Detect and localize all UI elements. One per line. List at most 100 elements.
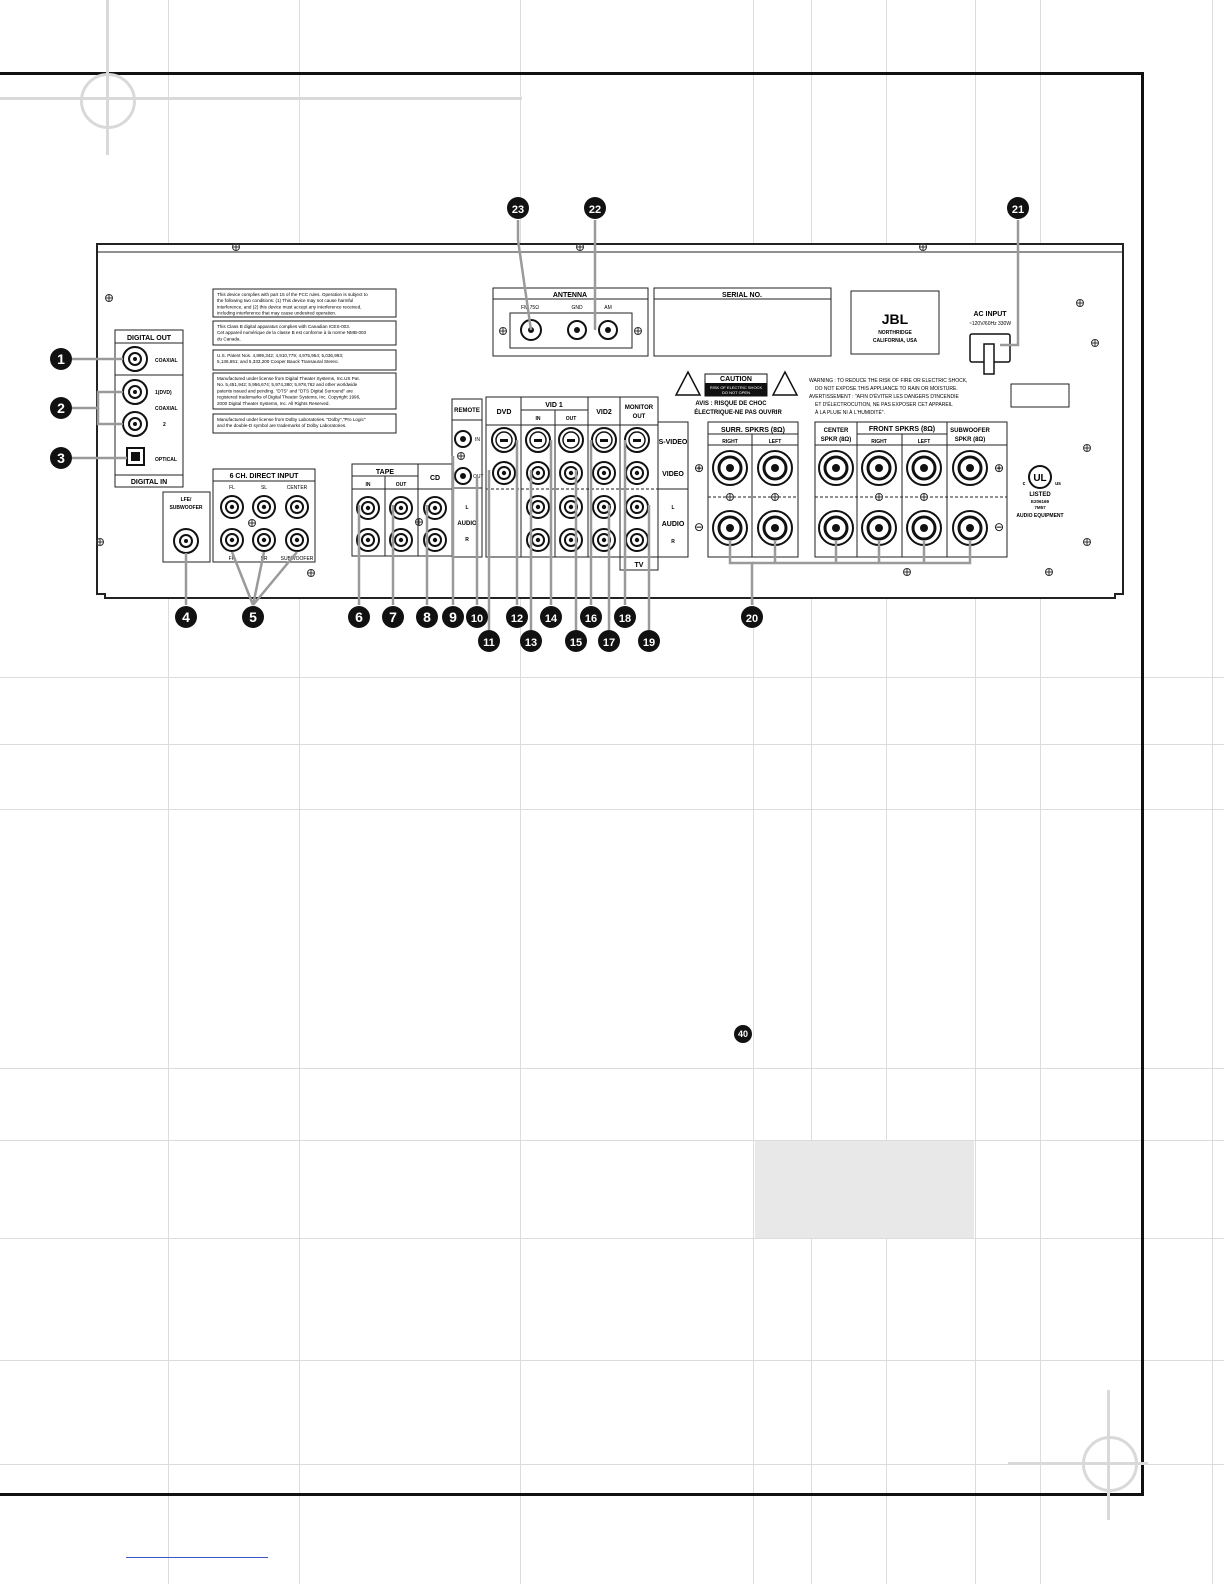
minus-symbol: ⊖	[694, 520, 704, 534]
label-in1: 1(DVD)	[155, 390, 172, 396]
legal-line: Cet appareil numérique de la classe B es…	[217, 330, 367, 335]
screw-icon	[248, 519, 256, 527]
jack-6ch-4[interactable]	[252, 528, 276, 552]
caution-title: CAUTION	[720, 376, 752, 383]
avis-line-1: AVIS : RISQUE DE CHOC	[695, 401, 767, 407]
callout-number: 22	[589, 204, 601, 216]
screw-icon	[1076, 299, 1084, 307]
callout-17: 17	[598, 630, 620, 652]
front-title: FRONT SPKRS (8Ω)	[869, 426, 935, 433]
front-right-label: RIGHT	[871, 439, 887, 445]
gray-block	[755, 1141, 974, 1238]
terminal-gnd[interactable]	[567, 320, 587, 340]
ul-listed-icon: UL	[1028, 465, 1052, 489]
leader-line	[252, 551, 298, 606]
grid-line	[0, 1464, 1224, 1465]
legal-box-dts: Manufactured under license from Digital …	[212, 372, 397, 410]
speaker-terminal-neg-5[interactable]	[952, 510, 988, 546]
six-ch-title: 6 CH. DIRECT INPUT	[230, 473, 300, 480]
jack-6ch-5[interactable]	[285, 528, 309, 552]
legal-line: This Class B digital apparatus complies …	[217, 324, 350, 329]
screw-icon	[105, 294, 113, 302]
grid-line	[299, 0, 300, 1584]
speaker-terminal-pos-1[interactable]	[757, 450, 793, 486]
audio-r-label: R	[465, 537, 469, 543]
speaker-terminal-neg-4[interactable]	[906, 510, 942, 546]
screw-icon	[875, 493, 883, 501]
callout-23: 23	[507, 197, 529, 219]
callout-18: 18	[614, 606, 636, 628]
surr-right-label: RIGHT	[722, 439, 738, 445]
jack-tape-cd-5[interactable]	[423, 528, 447, 552]
jack-6ch-3[interactable]	[220, 528, 244, 552]
jack-tape-cd-4[interactable]	[389, 528, 413, 552]
rear-panel-diagram: DIGITAL OUT COAXIAL 1(DVD) COAXIAL 2 OPT…	[50, 197, 1124, 652]
center-title-2: SPKR (8Ω)	[821, 437, 851, 443]
callout-11: 11	[478, 630, 500, 652]
grid-line	[0, 677, 1224, 678]
caution-line-2: DO NOT OPEN	[722, 390, 750, 395]
jack-video-0[interactable]	[492, 461, 516, 485]
jack-tape-cd-1[interactable]	[389, 496, 413, 520]
callout-2: 2	[50, 397, 72, 419]
serial-title: SERIAL NO.	[722, 292, 762, 299]
screw-icon	[499, 327, 507, 335]
legal-box-patents: U.S. Patent Nos. 4,899,342; 4,910,779; 4…	[212, 349, 397, 371]
grid-line	[811, 0, 812, 1584]
speaker-terminal-pos-4[interactable]	[906, 450, 942, 486]
jack-svideo-3[interactable]	[591, 427, 617, 453]
speaker-terminal-pos-3[interactable]	[861, 450, 897, 486]
jack-svideo-2[interactable]	[558, 427, 584, 453]
callout-5: 5	[242, 606, 264, 628]
speaker-terminal-pos-2[interactable]	[818, 450, 854, 486]
plus-symbol: ⊕	[694, 461, 704, 475]
jbl-logo: JBL	[882, 311, 909, 327]
jack-tape-cd-2[interactable]	[423, 496, 447, 520]
audio-label: AUDIO	[457, 521, 477, 527]
speaker-terminal-pos-5[interactable]	[952, 450, 988, 486]
speaker-terminal-neg-2[interactable]	[818, 510, 854, 546]
jack-svideo-1[interactable]	[525, 427, 551, 453]
jack-remote-in[interactable]	[454, 430, 472, 448]
grid-line	[886, 0, 887, 1584]
ac-spec: ~120V/60Hz 330W	[969, 321, 1011, 327]
jack-tape-cd-3[interactable]	[356, 528, 380, 552]
callout-13: 13	[520, 630, 542, 652]
ac-power-cord[interactable]	[969, 333, 1011, 375]
callout-20: 20	[741, 606, 763, 628]
jack-6ch-1[interactable]	[252, 495, 276, 519]
jack-audio-l-2[interactable]	[592, 495, 616, 519]
ul-code-2: 7M57	[1034, 505, 1046, 510]
ul-us: us	[1055, 481, 1061, 487]
minus-symbol: ⊖	[994, 520, 1004, 534]
terminal-am[interactable]	[598, 320, 618, 340]
jack-6ch-2[interactable]	[285, 495, 309, 519]
jack-optical[interactable]	[126, 447, 145, 466]
remote-out-label: OUT	[473, 474, 484, 480]
six-ch-box	[212, 468, 316, 563]
callout-number: 23	[512, 204, 524, 216]
grid-line	[0, 1140, 1224, 1141]
jack-6ch-0[interactable]	[220, 495, 244, 519]
grid-line	[1212, 0, 1213, 1584]
screws-layer	[96, 243, 1099, 577]
speaker-terminal-neg-3[interactable]	[861, 510, 897, 546]
jack-video-3[interactable]	[592, 461, 616, 485]
ul-c: c	[1023, 481, 1026, 487]
speaker-terminal-pos-0[interactable]	[712, 450, 748, 486]
legal-line: No. 5,451,942; 5,956,674; 5,974,380; 5,9…	[217, 382, 358, 387]
antenna-terminal-plate	[509, 312, 633, 349]
jack-svideo-4[interactable]	[624, 427, 650, 453]
label-sr: SR	[261, 556, 268, 562]
tv-box	[619, 556, 659, 571]
speaker-terminal-neg-0[interactable]	[712, 510, 748, 546]
surr-title: SURR. SPKRS (8Ω)	[721, 427, 785, 434]
jack-remote-out[interactable]	[454, 467, 472, 485]
callout-number: 18	[619, 613, 631, 625]
jack-svideo-0[interactable]	[491, 427, 517, 453]
avis-line-2: ÉLECTRIQUE-NE PAS OUVRIR	[694, 408, 782, 416]
vid2-title: VID2	[596, 409, 612, 416]
digital-out-title: DIGITAL OUT	[127, 335, 172, 342]
jack-tape-cd-0[interactable]	[356, 496, 380, 520]
speaker-terminal-neg-1[interactable]	[757, 510, 793, 546]
